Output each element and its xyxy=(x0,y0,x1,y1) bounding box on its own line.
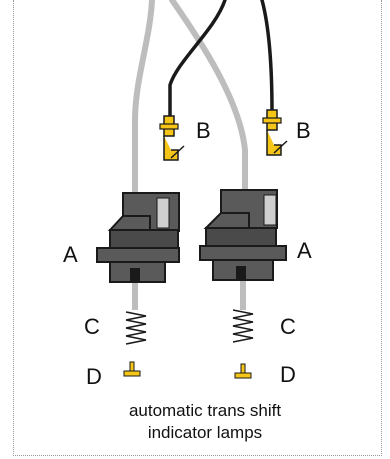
label-d-left: D xyxy=(86,364,102,389)
frame-bottom-border xyxy=(13,455,382,456)
label-b-left: B xyxy=(196,118,211,143)
caption-line-1: automatic trans shift xyxy=(128,401,282,420)
terminal-b-right xyxy=(262,109,288,156)
black-wire-right xyxy=(260,0,274,114)
socket-a-right xyxy=(199,189,287,281)
label-d-right: D xyxy=(280,362,296,387)
terminal-b-left xyxy=(159,115,185,161)
bulb-d-right xyxy=(234,363,252,379)
frame-left-border xyxy=(13,0,14,456)
frame-right-border xyxy=(381,0,382,456)
label-c-left: C xyxy=(84,314,100,339)
black-wire-left xyxy=(168,0,227,120)
label-c-right: C xyxy=(280,314,296,339)
spring-c-right xyxy=(232,309,254,343)
grey-wire-center xyxy=(169,0,248,198)
label-a-right: A xyxy=(297,238,312,263)
grey-wire-left xyxy=(132,0,155,198)
caption-line-2: indicator lamps xyxy=(147,423,263,442)
bulb-d-left xyxy=(123,361,141,377)
label-b-right: B xyxy=(296,118,311,143)
spring-c-left xyxy=(125,311,147,345)
diagram-caption: automatic trans shift indicator lamps xyxy=(80,400,330,444)
socket-a-left xyxy=(96,192,180,283)
label-a-left: A xyxy=(63,242,78,267)
